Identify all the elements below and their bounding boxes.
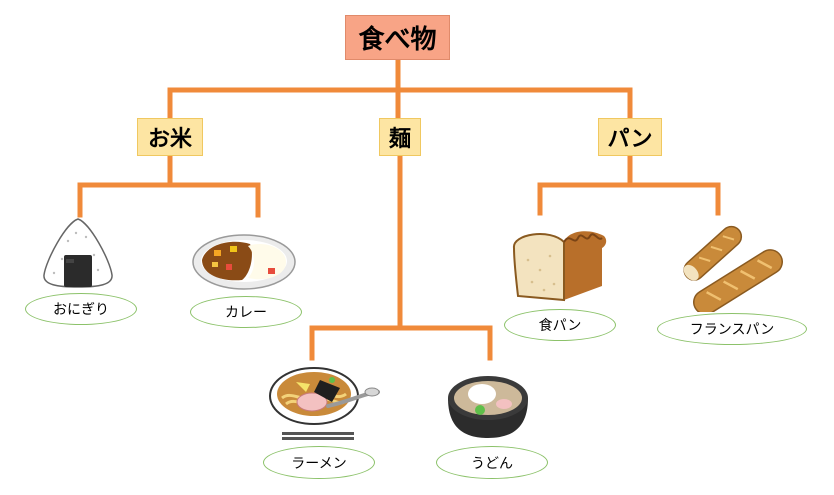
- leaf-france-pan: フランスパン: [657, 313, 807, 345]
- udon-illustration: [448, 376, 528, 438]
- curry-illustration: [192, 234, 296, 290]
- category-rice: お米: [137, 118, 203, 156]
- onigiri-illustration: [43, 218, 113, 288]
- leaf-ramen: ラーメン: [263, 446, 375, 479]
- leaf-udon: うどん: [436, 446, 548, 479]
- category-bread: パン: [598, 118, 662, 156]
- baguette-illustration: [683, 225, 783, 312]
- bread-loaf-illustration: [513, 231, 607, 302]
- leaf-shokupan: 食パン: [504, 309, 616, 341]
- root-node: 食べ物: [345, 15, 450, 60]
- leaf-onigiri: おにぎり: [25, 293, 137, 325]
- ramen-illustration: [269, 367, 380, 440]
- leaf-curry: カレー: [190, 296, 302, 328]
- category-noodles: 麺: [379, 118, 421, 156]
